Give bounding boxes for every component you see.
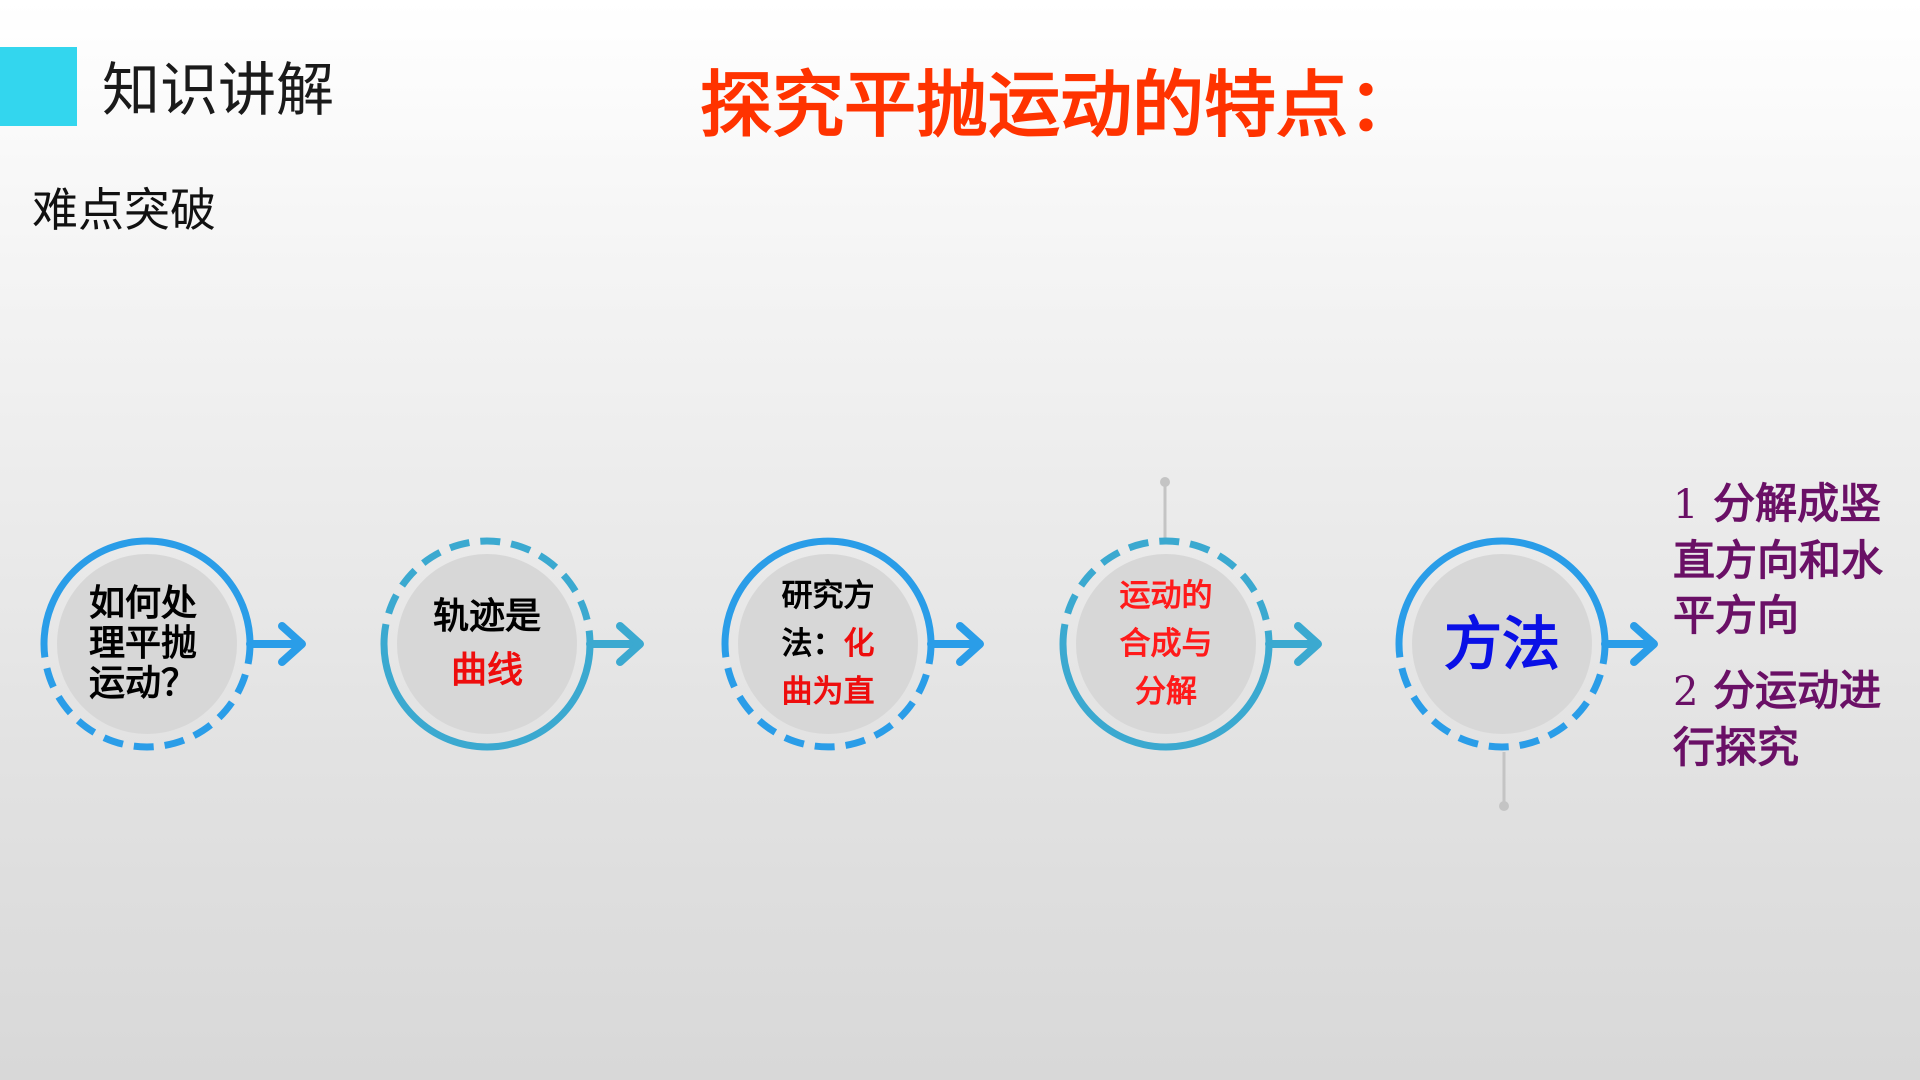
method-item-2: 2 分运动进行探究 [1673, 663, 1913, 775]
flow-arrow-3 [927, 622, 984, 666]
method-item-1: 1 分解成竖直方向和水平方向 [1673, 476, 1913, 643]
method-item-2-text: 分运动进行探究 [1673, 666, 1882, 772]
connector-stems [1160, 477, 1509, 811]
flow-node-3-label: 研究方 法：化 曲为直 [738, 554, 918, 734]
node-3-line-2-highlight: 化 [843, 626, 875, 662]
method-item-1-number: 1 [1673, 482, 1699, 528]
node-1-line-3: 运动？ [88, 663, 197, 704]
node-2-line-1: 轨迹是 [432, 596, 541, 637]
node-1-line-1: 如何处 [88, 583, 197, 624]
method-list: 1 分解成竖直方向和水平方向 2 分运动进行探究 [1673, 476, 1913, 775]
flow-node-1-circle [40, 537, 254, 751]
flow-node-1-label: 如何处 理平抛 运动？ [53, 554, 233, 734]
node-1-line-2: 理平抛 [88, 623, 197, 664]
flow-node-5-circle [1395, 537, 1609, 751]
section-title: 知识讲解 [102, 56, 335, 124]
node-4-line-1: 运动的 [1119, 578, 1213, 614]
main-title: 探究平抛运动的特点： [700, 63, 1421, 147]
flow-node-2-label: 轨迹是 曲线 [397, 554, 577, 734]
accent-square [0, 47, 77, 126]
node-4-line-2: 合成与 [1119, 626, 1213, 662]
node-3-line-2-prefix: 法： [781, 626, 844, 662]
node-3-line-3: 曲为直 [781, 674, 875, 710]
flow-arrow-2 [586, 622, 644, 666]
node-4-line-3: 分解 [1135, 674, 1197, 710]
sub-title: 难点突破 [32, 183, 216, 237]
node-3-line-1: 研究方 [781, 578, 875, 614]
flow-arrow-4 [1265, 622, 1322, 666]
node-2-line-2: 曲线 [450, 650, 523, 691]
flow-arrow-1 [246, 622, 306, 666]
flow-node-4-circle [1059, 537, 1273, 751]
flow-node-3-circle [721, 537, 935, 751]
flow-node-5-label: 方法 [1412, 554, 1592, 734]
method-item-1-text: 分解成竖直方向和水平方向 [1673, 479, 1884, 640]
method-item-2-number: 2 [1673, 669, 1699, 715]
flow-node-2-circle [380, 537, 594, 751]
flow-arrow-5 [1601, 622, 1658, 666]
flow-node-4-label: 运动的 合成与 分解 [1076, 554, 1256, 734]
node-3-line-2: 法：化 [782, 620, 875, 668]
node-5-line-1: 方法 [1443, 610, 1560, 678]
